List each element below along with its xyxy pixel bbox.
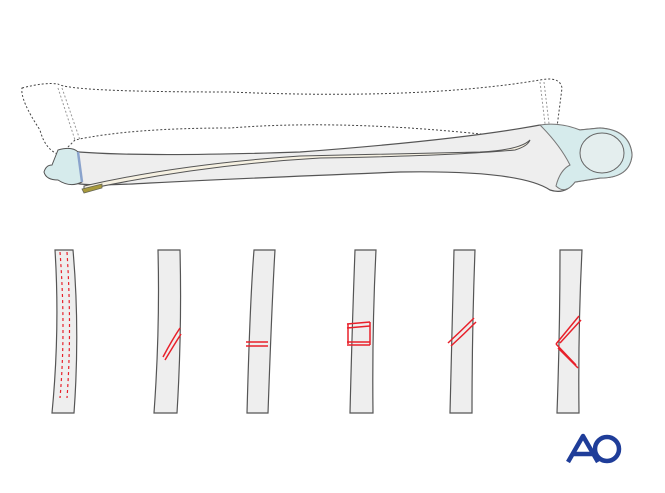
- fracture-type-3-transverse: [246, 249, 276, 414]
- radius-inner-lines: [57, 81, 551, 141]
- fracture-type-2-oblique: [153, 249, 182, 414]
- ulna-shaft: [59, 124, 633, 192]
- distal-ulna-cap: [43, 147, 83, 186]
- ao-logo: [566, 433, 622, 464]
- fracture-type-1-intact: [51, 249, 78, 414]
- cap-ring: [76, 151, 84, 183]
- nail-tip: [81, 183, 103, 194]
- intramedullary-nail: [83, 139, 531, 191]
- fracture-type-5-oblique: [447, 249, 477, 414]
- fracture-type-4-segmental: [346, 249, 377, 414]
- fracture-type-6-wedge: [555, 249, 583, 414]
- olecranon-articular-surface: [579, 132, 625, 174]
